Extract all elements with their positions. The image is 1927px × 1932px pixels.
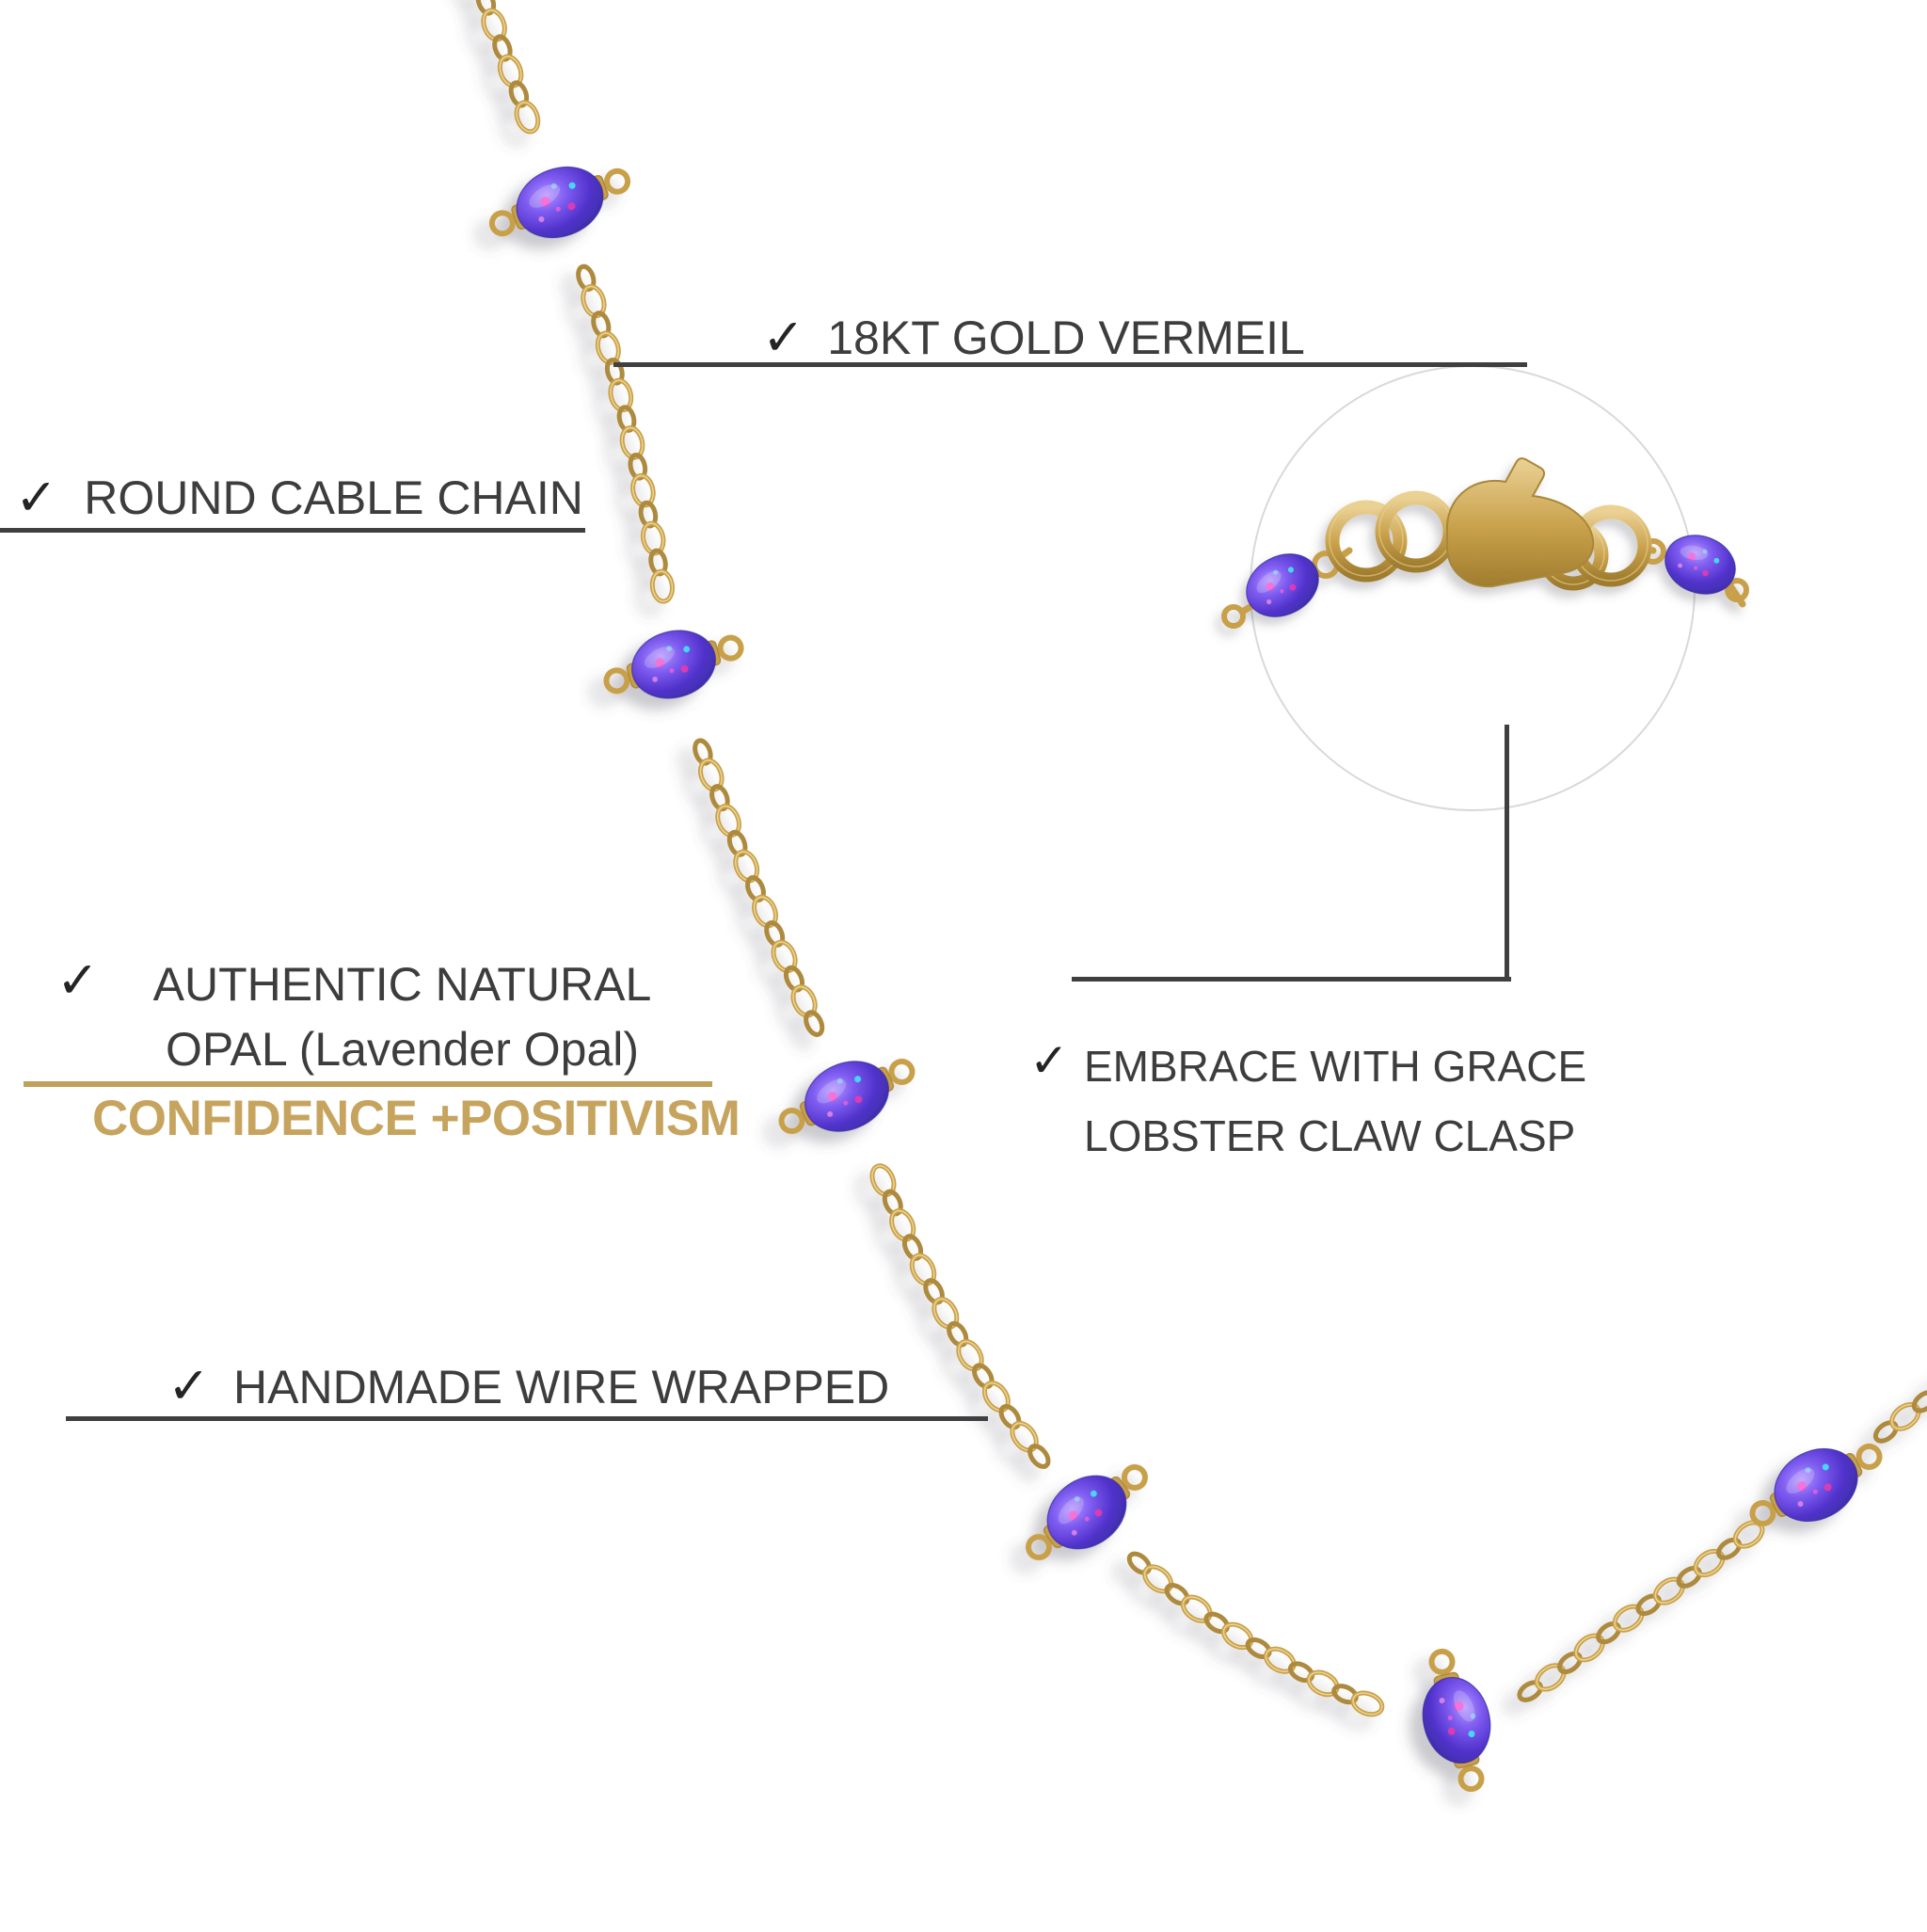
- callout-authentic-opal: AUTHENTIC NATURAL OPAL (Lavender Opal): [132, 952, 673, 1082]
- callout-line-gold-vermeil: [613, 362, 1527, 367]
- clasp-line2: LOBSTER CLAW CLASP: [1084, 1111, 1576, 1160]
- clasp-bracket-vertical-line: [1505, 725, 1509, 982]
- callout-cable-chain: ✓ ROUND CABLE CHAIN: [15, 471, 583, 525]
- gold-divider-line: [24, 1081, 712, 1087]
- handmade-label: HANDMADE WIRE WRAPPED: [233, 1361, 890, 1413]
- authentic-opal-line1: AUTHENTIC NATURAL: [152, 958, 652, 1011]
- authentic-opal-line2: OPAL (Lavender Opal): [165, 1023, 640, 1076]
- clasp-line1: EMBRACE WITH GRACE: [1084, 1042, 1587, 1091]
- check-icon: ✓: [762, 310, 805, 366]
- callout-gold-vermeil: ✓ 18KT GOLD VERMEIL: [762, 311, 1305, 365]
- check-icon: ✓: [167, 1358, 211, 1414]
- check-icon: ✓: [15, 470, 58, 526]
- clasp-bracket-horizontal-line: [1072, 977, 1511, 982]
- callout-clasp: EMBRACE WITH GRACE LOBSTER CLAW CLASP: [1084, 1031, 1586, 1171]
- callout-line-handmade: [66, 1416, 988, 1421]
- cable-chain-label: ROUND CABLE CHAIN: [84, 471, 583, 524]
- check-icon: ✓: [1029, 1034, 1069, 1087]
- callout-line-cable-chain: [0, 528, 585, 533]
- gold-vermeil-label: 18KT GOLD VERMEIL: [827, 311, 1305, 364]
- check-icon: ✓: [56, 952, 100, 1009]
- brand-tagline: CONFIDENCE +POSITIVISM: [92, 1091, 741, 1146]
